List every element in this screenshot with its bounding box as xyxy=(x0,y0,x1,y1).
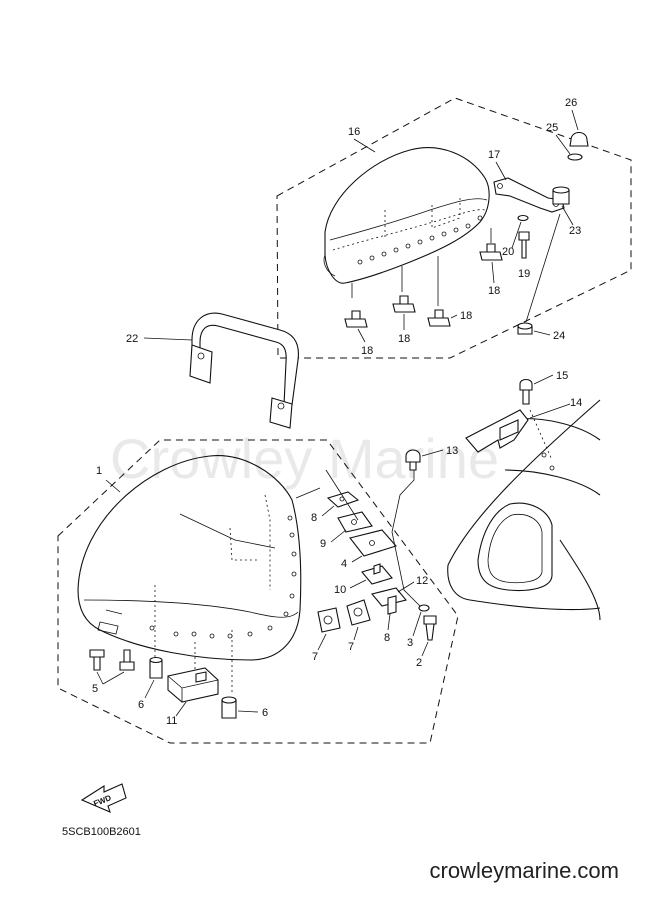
plate-8-a[interactable] xyxy=(326,491,360,508)
plate-4[interactable] xyxy=(349,529,397,557)
callout-8-a: 8 xyxy=(311,512,317,524)
bolt-2[interactable] xyxy=(423,615,437,641)
nut-18-a[interactable] xyxy=(479,243,503,261)
washer-25[interactable] xyxy=(567,153,583,161)
callout-18-d: 18 xyxy=(460,310,472,322)
callout-3: 3 xyxy=(407,637,413,649)
bolt-13[interactable] xyxy=(405,449,421,471)
callout-20: 20 xyxy=(502,246,514,258)
bracket-17[interactable] xyxy=(493,177,565,213)
callout-13: 13 xyxy=(446,445,458,457)
bracket-12[interactable] xyxy=(371,587,407,615)
callout-9: 9 xyxy=(320,538,326,550)
bolt-19[interactable] xyxy=(518,231,530,259)
callout-18-a: 18 xyxy=(488,285,500,297)
callout-15: 15 xyxy=(556,370,568,382)
callout-2: 2 xyxy=(416,657,422,669)
callout-7-a: 7 xyxy=(312,651,318,663)
callout-8-b: 8 xyxy=(384,632,390,644)
cap-nut-26[interactable] xyxy=(569,131,589,147)
grab-bar-22[interactable] xyxy=(189,312,299,429)
spacer-6-b[interactable] xyxy=(221,696,237,719)
damper-7-b[interactable] xyxy=(346,599,371,626)
washer-20[interactable] xyxy=(517,214,529,222)
callout-23: 23 xyxy=(569,225,581,237)
callout-19: 19 xyxy=(518,268,530,280)
website-label[interactable]: crowleymarine.com xyxy=(429,858,620,883)
callout-6-b: 6 xyxy=(262,707,268,719)
bracket-14[interactable] xyxy=(465,409,555,471)
callout-14: 14 xyxy=(570,397,582,409)
bracket-10[interactable] xyxy=(361,563,393,585)
callout-16: 16 xyxy=(348,126,360,138)
forward-arrow-icon: FWD xyxy=(80,783,127,813)
callout-6-a: 6 xyxy=(138,699,144,711)
bracket-11[interactable] xyxy=(167,667,219,703)
damper-7-a[interactable] xyxy=(317,607,341,633)
callout-22: 22 xyxy=(126,333,138,345)
callout-7-b: 7 xyxy=(348,641,354,653)
nut-18-b[interactable] xyxy=(392,295,416,313)
washer-3[interactable] xyxy=(418,604,430,612)
callout-12: 12 xyxy=(416,575,428,587)
nut-18-c[interactable] xyxy=(344,310,368,328)
grommet-24[interactable] xyxy=(517,322,533,335)
bolt-5-a[interactable] xyxy=(89,649,105,671)
callout-4: 4 xyxy=(341,558,347,570)
callout-11: 11 xyxy=(166,715,177,727)
rider-seat-group-outline xyxy=(57,439,459,744)
callout-26: 26 xyxy=(565,97,577,109)
diagram-code: 5SCB100B2601 xyxy=(62,826,141,838)
damper-23[interactable] xyxy=(552,186,570,205)
callout-24: 24 xyxy=(553,330,565,342)
spacer-6-a[interactable] xyxy=(149,656,163,679)
rider-seat-1[interactable] xyxy=(77,455,302,695)
callout-25: 25 xyxy=(546,122,558,134)
callout-17: 17 xyxy=(488,149,500,161)
callout-1: 1 xyxy=(96,465,102,477)
callout-10: 10 xyxy=(334,584,346,596)
callout-5: 5 xyxy=(92,683,98,695)
bolt-15[interactable] xyxy=(519,378,533,405)
callout-18-c: 18 xyxy=(361,345,373,357)
nut-18-d[interactable] xyxy=(427,309,451,327)
bolt-5-b[interactable] xyxy=(119,649,135,671)
watermark-text: Crowley Marine xyxy=(110,427,499,490)
callout-18-b: 18 xyxy=(398,333,410,345)
passenger-seat-16[interactable] xyxy=(323,147,490,284)
